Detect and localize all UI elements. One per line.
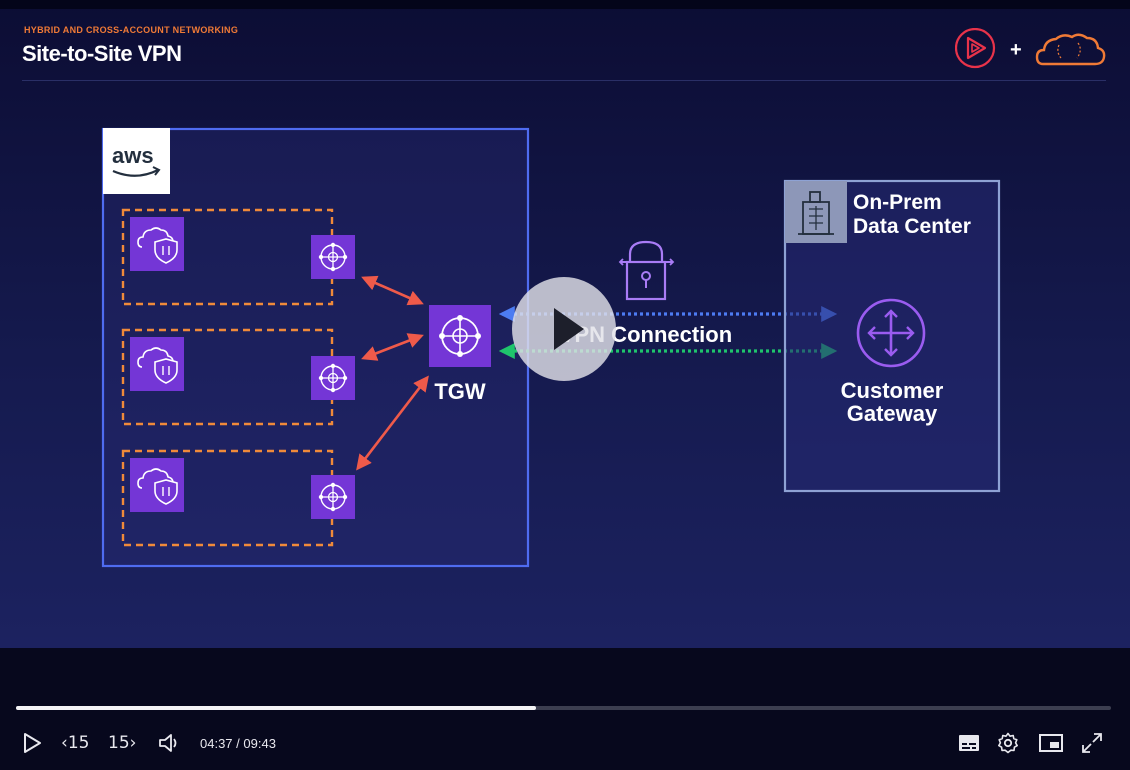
slide-title: Site-to-Site VPN	[22, 41, 182, 66]
progress-bar[interactable]	[16, 706, 1111, 710]
volume-button[interactable]	[158, 732, 182, 754]
skip-forward-button[interactable]: 15›	[108, 733, 136, 753]
play-icon	[24, 733, 41, 753]
brand-logos: +	[954, 27, 1110, 72]
fullscreen-icon	[1082, 733, 1102, 753]
transit-gateway-icon	[429, 305, 491, 367]
play-button[interactable]	[22, 732, 42, 754]
attachment-arrow-1	[361, 275, 424, 306]
building-icon	[785, 181, 847, 243]
aws-logo: aws	[103, 128, 170, 194]
vpc-router-icon-2	[310, 355, 356, 401]
pluralsight-logo-icon	[954, 27, 996, 69]
vpc-shield-icon-3	[129, 457, 185, 513]
volume-icon	[159, 734, 177, 752]
current-time: 04:37	[200, 736, 233, 751]
skip-forward-label: 15	[108, 733, 130, 753]
customer-gateway-icon	[856, 298, 926, 368]
play-icon	[554, 308, 584, 350]
attachment-arrow-3	[356, 375, 429, 471]
video-frame[interactable]: HYBRID AND CROSS-ACCOUNT NETWORKING Site…	[0, 0, 1130, 648]
acloudguru-logo-icon	[1035, 33, 1106, 66]
onprem-title-line2: Data Center	[853, 215, 971, 238]
settings-button[interactable]	[997, 732, 1019, 754]
center-play-button[interactable]	[512, 277, 616, 381]
attachment-arrow-2	[361, 333, 424, 361]
skip-back-button[interactable]: ‹15	[61, 733, 89, 753]
vpc-router-icon-3	[310, 474, 356, 520]
tgw-label: TGW	[434, 379, 486, 404]
plus-sign: +	[1010, 39, 1022, 61]
captions-icon	[959, 735, 979, 751]
chevron-right-icon: ›	[129, 733, 137, 753]
fullscreen-button[interactable]	[1081, 732, 1103, 754]
picture-in-picture-button[interactable]	[1039, 734, 1063, 752]
chevron-left-icon: ‹	[61, 733, 68, 753]
svg-text:aws: aws	[112, 143, 154, 168]
slide-kicker: HYBRID AND CROSS-ACCOUNT NETWORKING	[24, 25, 239, 35]
skip-back-label: 15	[67, 733, 90, 753]
customer-gateway-label-line1: Customer	[841, 378, 944, 403]
captions-button[interactable]	[958, 734, 980, 752]
progress-fill	[16, 706, 537, 710]
vpc-shield-icon-2	[129, 336, 185, 392]
duration: 09:43	[243, 736, 276, 751]
video-top-bar	[0, 0, 1130, 9]
picture-in-picture-icon	[1039, 734, 1063, 752]
header-divider	[22, 80, 1106, 81]
customer-gateway-label-line2: Gateway	[847, 401, 938, 426]
architecture-diagram: aws TGW VPN	[101, 127, 1001, 568]
time-separator: /	[232, 736, 244, 751]
onprem-title-line1: On-Prem	[853, 191, 942, 214]
vpc-shield-icon-1	[129, 216, 185, 272]
gear-icon	[998, 732, 1018, 754]
vpc-router-icon-1	[310, 234, 356, 280]
time-readout: 04:37 / 09:43	[200, 736, 276, 751]
player-controls: ‹15 15› 04:37 / 09:43	[0, 648, 1130, 770]
lock-icon	[618, 240, 675, 301]
